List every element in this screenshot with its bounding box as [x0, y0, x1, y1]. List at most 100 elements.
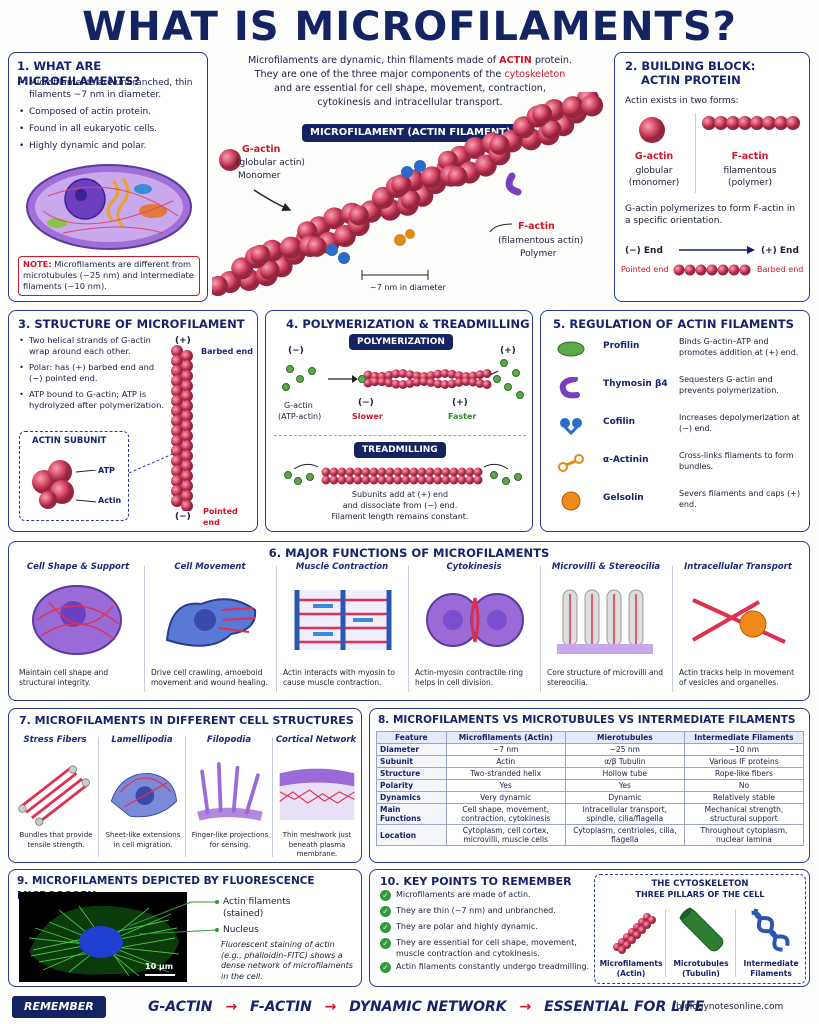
actin-bead [673, 264, 685, 276]
actin-bead [786, 116, 800, 130]
regulator-name: Profilin [603, 341, 640, 351]
actin-bead [181, 490, 193, 502]
thymosin-icon [559, 377, 580, 399]
section-key-points: 10. KEY POINTS TO REMEMBER ✓Microfilamen… [369, 869, 810, 987]
gactin-monomer [306, 473, 314, 481]
actin-bead [361, 475, 371, 485]
gactin-monomer [502, 477, 510, 485]
p-minus2: (−) [358, 398, 374, 408]
note-label: NOTE: [23, 259, 52, 269]
intro-line: Microfilaments are dynamic, thin filamen… [248, 55, 500, 66]
section-6-heading: 6. MAJOR FUNCTIONS OF MICROFILAMENTS [268, 546, 550, 560]
section-cell-structures: 7. MICROFILAMENTS IN DIFFERENT CELL STRU… [8, 708, 362, 863]
table-cell: Rope-like fibers [683, 767, 805, 780]
p-plus2: (+) [452, 398, 468, 408]
nucleus [79, 926, 123, 958]
actin-bead [171, 495, 183, 507]
animal-cell-illustration [26, 164, 192, 250]
gactin-monomer [512, 369, 520, 377]
function-desc: Actin-myosin contractile ring helps in c… [415, 668, 524, 687]
s1-bullet: Found in all eukaryotic cells. [18, 123, 202, 135]
key-point: They are thin (~7 nm) and unbranched. [396, 906, 556, 915]
table-header: Feature [376, 731, 447, 744]
actin-bead [465, 467, 475, 477]
actin-bead [489, 134, 510, 155]
actin-bead [171, 475, 183, 487]
actin-bead [433, 475, 443, 485]
actin-bead [171, 365, 183, 377]
footer-flow: G-ACTIN → F-ACTIN → DYNAMIC NETWORK → ES… [148, 997, 704, 1017]
divider [665, 909, 666, 977]
intro-cytoskeleton: cytoskeleton [504, 69, 566, 80]
microvilli-icon [557, 589, 653, 654]
actin-bead [398, 369, 408, 379]
actin-bead [391, 379, 401, 389]
regulator-desc: Sequesters G-actin and prevents polymeri… [679, 375, 779, 395]
intro-line: and are essential for cell shape, moveme… [274, 83, 546, 94]
section-3-heading: 3. STRUCTURE OF MICROFILAMENT [18, 317, 245, 331]
actin-bead [250, 244, 271, 265]
actin-bead [181, 470, 193, 482]
actin-bead [532, 104, 553, 125]
check-icon: ✓ [380, 938, 391, 949]
section-2-heading: 2. BUILDING BLOCK: [625, 59, 756, 73]
actin-bead [623, 941, 631, 949]
divider [144, 566, 145, 692]
actin-bead [181, 460, 193, 472]
actin-bead [401, 467, 411, 477]
microfilament-pillar [613, 913, 656, 954]
actin-bead [633, 931, 641, 939]
tread-line: Filament length remains constant. [331, 512, 469, 521]
direction-arrow [679, 246, 755, 254]
divider [695, 113, 696, 193]
actin-bead [212, 276, 228, 296]
actin-bead [171, 345, 183, 357]
s3-bullet: Polar: has (+) barbed end and (−) pointe… [18, 362, 166, 384]
factin-sub: Polymer [520, 249, 557, 259]
s2-intro: Actin exists in two forms: [625, 96, 739, 106]
function-title: Intracellular Transport [684, 562, 792, 572]
actin-bead [405, 370, 415, 380]
section-10-heading: 10. KEY POINTS TO REMEMBER [380, 875, 572, 888]
barbed-end: Barbed end [757, 265, 804, 274]
gactin-sub: (globular actin) [236, 158, 305, 168]
structure-title: Stress Fibers [23, 735, 87, 745]
actin-bead [369, 467, 379, 477]
actin-bead [393, 475, 403, 485]
table-cell: Throughout cytoplasm, nuclear lamina [683, 824, 805, 846]
structure-title: Lamellipodia [111, 735, 173, 745]
gactin-monomer [296, 375, 304, 383]
table-cell: Various IF proteins [683, 755, 805, 768]
cell-shape-icon [32, 585, 122, 655]
actin-bead [440, 380, 450, 389]
actin-bead [695, 264, 707, 276]
table-header: Mierotubules [564, 731, 685, 744]
structure-title: Filopodia [206, 735, 252, 745]
actin-bead [447, 379, 457, 389]
gactin-monomer [514, 473, 522, 481]
section-what-are: 1. WHAT ARE MICROFILAMENTS? Microfilamen… [8, 52, 208, 302]
key-point: Actin filaments constantly undergo tread… [396, 962, 590, 971]
table-cell: Intracellular transport, spindle, cilia/… [564, 803, 685, 825]
flow-essential: ESSENTIAL FOR LIFE [544, 999, 705, 1015]
actin-bead [464, 136, 487, 159]
actin-bead [457, 475, 467, 485]
regulator-desc: Increases depolymerization at (−) end. [679, 413, 800, 433]
actin-bead [393, 467, 403, 477]
actin-bead [369, 475, 379, 485]
website-link[interactable]: biologynotesonline.com [676, 1002, 784, 1012]
actin-bead [426, 371, 436, 381]
actin-bead [171, 465, 183, 477]
gactin-monomer [490, 471, 498, 479]
lamellipodia-icon [110, 772, 178, 818]
pointer-lines [76, 470, 97, 503]
actin-bead [412, 377, 422, 387]
regulator-name: Gelsolin [603, 493, 644, 503]
actin-bead [475, 378, 485, 388]
actin-bead [171, 435, 183, 447]
scale-bar-label: 10 μm [145, 962, 174, 971]
label-actin-stained: (stained) [223, 909, 264, 919]
actin-bead [541, 119, 562, 140]
